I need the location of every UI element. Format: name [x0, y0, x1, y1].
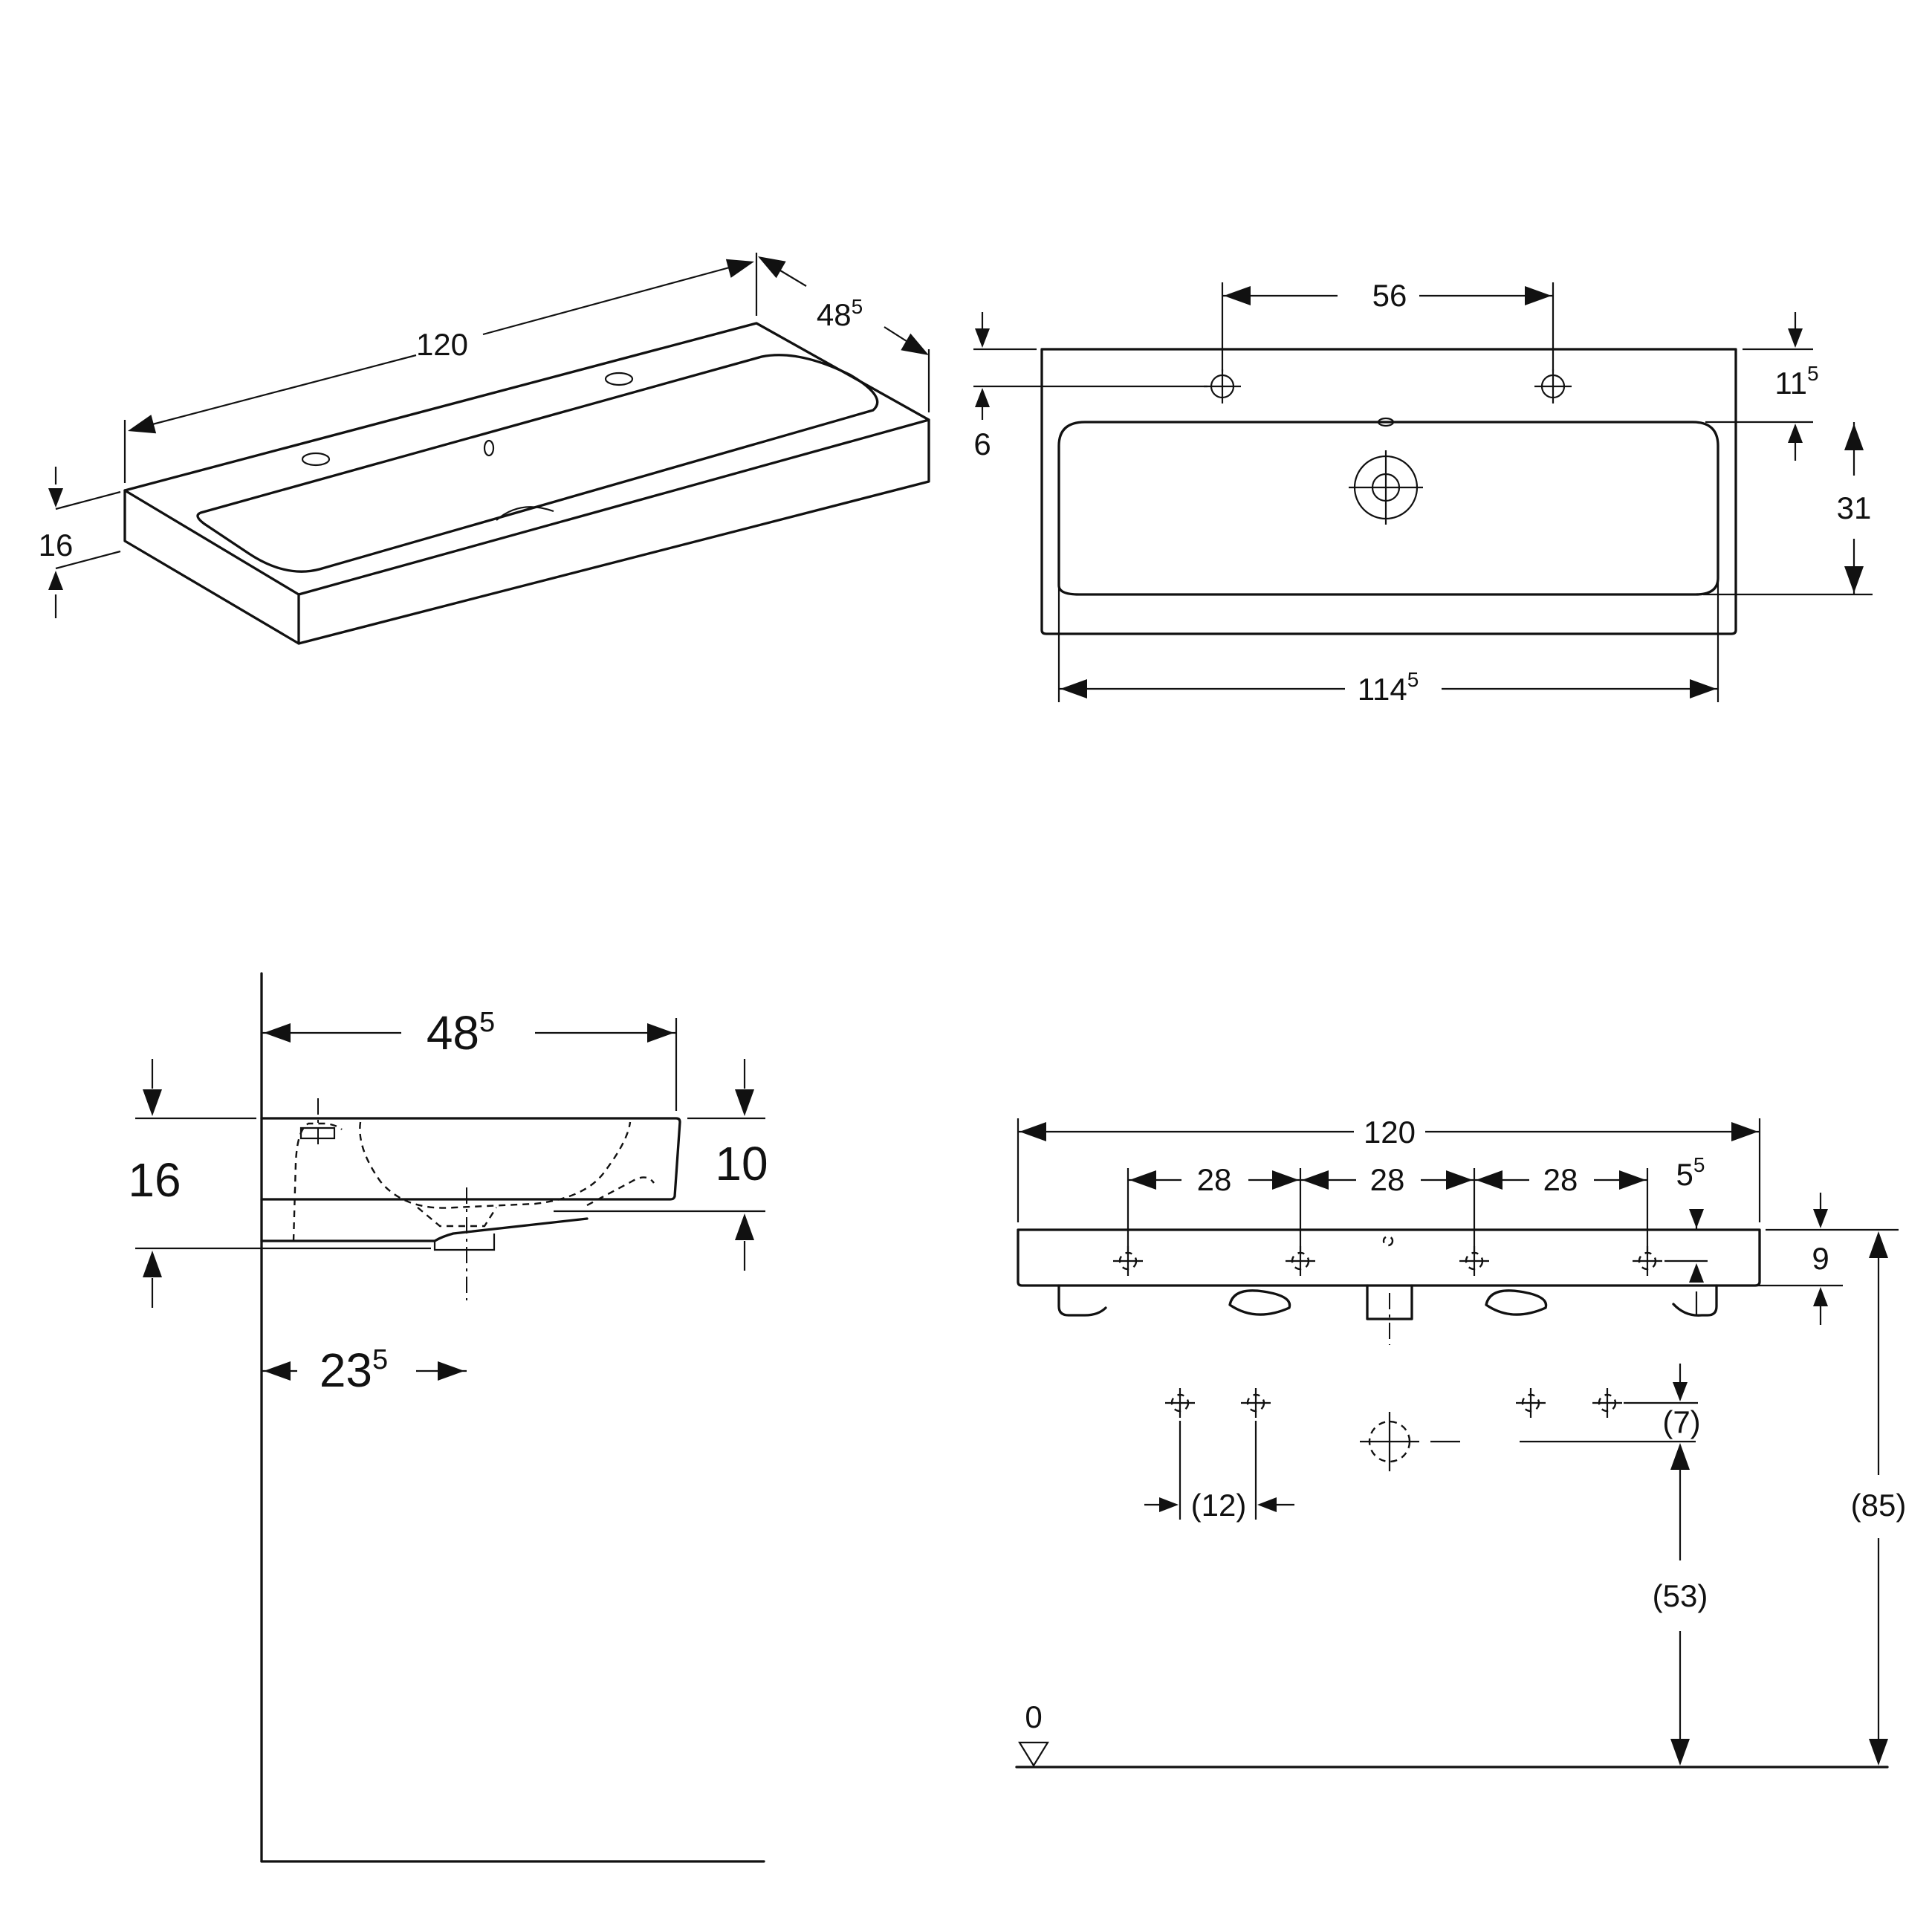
front-edge-offset-label: 55 — [1676, 1153, 1705, 1192]
front-edge-offset-dimension: 55 — [1664, 1153, 1708, 1315]
front-basin-outline — [1017, 1228, 1761, 1345]
front-thickness-label: 9 — [1812, 1241, 1829, 1276]
top-drain-symbol — [1349, 450, 1423, 525]
wall-fixing-points — [1165, 1388, 1622, 1471]
side-depth-dimension: 485 — [262, 1006, 678, 1111]
side-basin-profile — [260, 1098, 681, 1300]
top-tap-spacing-label: 56 — [1372, 278, 1407, 313]
isometric-height-label: 16 — [39, 528, 74, 563]
rim-height-label: (85) — [1851, 1488, 1907, 1523]
isometric-basin-outline — [123, 322, 930, 645]
wall-and-floor — [260, 972, 765, 1863]
side-front-height-label: 10 — [715, 1137, 768, 1190]
top-view: 56 6 115 31 — [973, 278, 1873, 707]
top-bowl-length-label: 1145 — [1358, 668, 1419, 707]
top-bowl-depth-label: 31 — [1837, 490, 1872, 525]
isometric-width-dimension: 120 — [123, 252, 758, 483]
front-spacing-1-label: 28 — [1197, 1162, 1232, 1197]
side-drain-offset-dimension: 235 — [262, 1343, 467, 1397]
drain-height-dimension: (53) — [1653, 1443, 1708, 1766]
top-tap-spacing-dimension: 56 — [1221, 278, 1555, 372]
top-rim-offset-label: 6 — [973, 427, 991, 461]
side-depth-label: 485 — [427, 1006, 495, 1060]
fixing-spacing-dimension: (12) — [1144, 1421, 1294, 1523]
front-spacing-2-label: 28 — [1370, 1162, 1405, 1197]
front-overflow-holes — [1113, 1246, 1662, 1276]
floor-line: 0 — [1015, 1699, 1889, 1769]
waste-outlet-point — [1360, 1412, 1419, 1471]
fixing-offset-dimension: (7) — [1430, 1364, 1701, 1443]
top-bowl-depth-dimension: 31 — [1703, 422, 1873, 596]
wall-fixing-4 — [1592, 1388, 1622, 1418]
isometric-depth-label: 485 — [817, 295, 863, 332]
side-front-height-dimension: 10 — [554, 1059, 768, 1271]
front-hole-spacing-dimensions: 28 28 28 — [1127, 1162, 1649, 1252]
rim-height-dimension: (85) — [1851, 1231, 1907, 1766]
top-tap-hole-left — [1204, 369, 1241, 403]
fixing-spacing-label: (12) — [1191, 1488, 1247, 1523]
fixing-offset-label: (7) — [1662, 1404, 1700, 1439]
front-spacing-3-label: 28 — [1543, 1162, 1578, 1197]
wall-fixing-2 — [1241, 1388, 1271, 1418]
front-thickness-dimension: 9 — [1724, 1193, 1899, 1325]
wall-fixing-1 — [1165, 1388, 1195, 1418]
top-rim-offset-dimension: 6 — [973, 312, 1208, 461]
front-width-dimension: 120 — [1017, 1115, 1761, 1222]
top-bowl-length-dimension: 1145 — [1057, 574, 1719, 707]
side-view: 485 16 10 235 — [128, 972, 768, 1863]
floor-level-label: 0 — [1025, 1699, 1042, 1734]
side-drain-offset-label: 235 — [320, 1343, 388, 1397]
top-tap-offset-label: 115 — [1774, 362, 1818, 401]
wall-fixing-3 — [1516, 1388, 1546, 1418]
isometric-height-dimension: 16 — [39, 467, 121, 618]
top-tap-hole-right — [1534, 369, 1572, 403]
isometric-depth-dimension: 485 — [753, 247, 934, 412]
side-height-dimension: 16 — [128, 1059, 431, 1308]
top-basin-outline — [1040, 348, 1737, 635]
isometric-width-label: 120 — [416, 327, 468, 362]
front-width-label: 120 — [1364, 1115, 1416, 1150]
side-height-label: 16 — [128, 1153, 181, 1207]
front-view: 0 — [1015, 1115, 1907, 1769]
top-tap-offset-dimension: 115 — [1705, 312, 1819, 461]
isometric-view: 120 485 16 — [39, 247, 934, 645]
drain-height-label: (53) — [1653, 1578, 1708, 1613]
